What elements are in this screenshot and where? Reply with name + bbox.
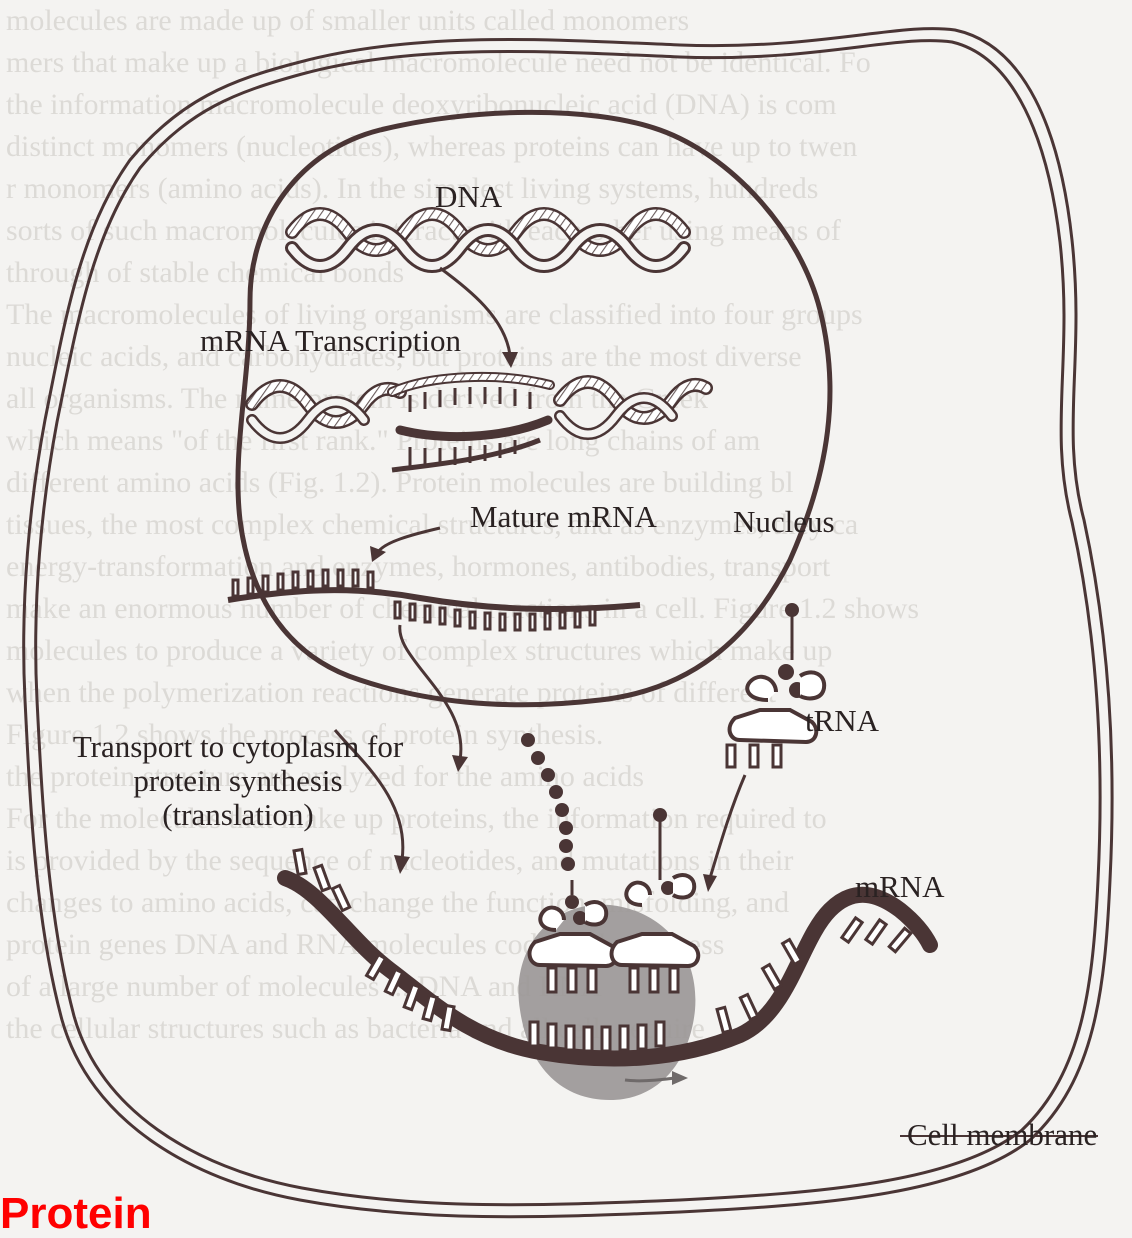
page-heading: Protein [0,1192,152,1236]
dna-double-helix [292,214,684,266]
label-trna: tRNA [805,704,879,738]
mature-mrna-strand [228,570,640,630]
label-dna: DNA [435,180,502,214]
transport-arrow-head [394,855,410,874]
trna-arrow-head [703,874,717,892]
label-nucleus: Nucleus [733,505,835,539]
label-transport: Transport to cytoplasm for protein synth… [58,730,418,832]
label-mature-mrna: Mature mRNA [470,500,657,534]
ribosome-exit-arrow-head [672,1071,688,1085]
label-transport-line1: Transport to cytoplasm for [58,730,418,764]
label-cell-membrane: Cell membrane [907,1118,1097,1152]
label-transport-line3: (translation) [58,798,418,832]
transcription-bubble [252,377,706,470]
trna-bound-right [612,808,699,992]
polypeptide-chain [521,733,575,871]
label-mrna: mRNA [855,870,945,904]
transcription-arrow-head [502,352,518,368]
export-arrow-head [452,755,468,772]
mature-mrna-arrow [378,528,440,552]
trna-arrow [710,775,745,878]
label-mrna-transcription: mRNA Transcription [200,324,461,358]
label-transport-line2: protein synthesis [58,764,418,798]
